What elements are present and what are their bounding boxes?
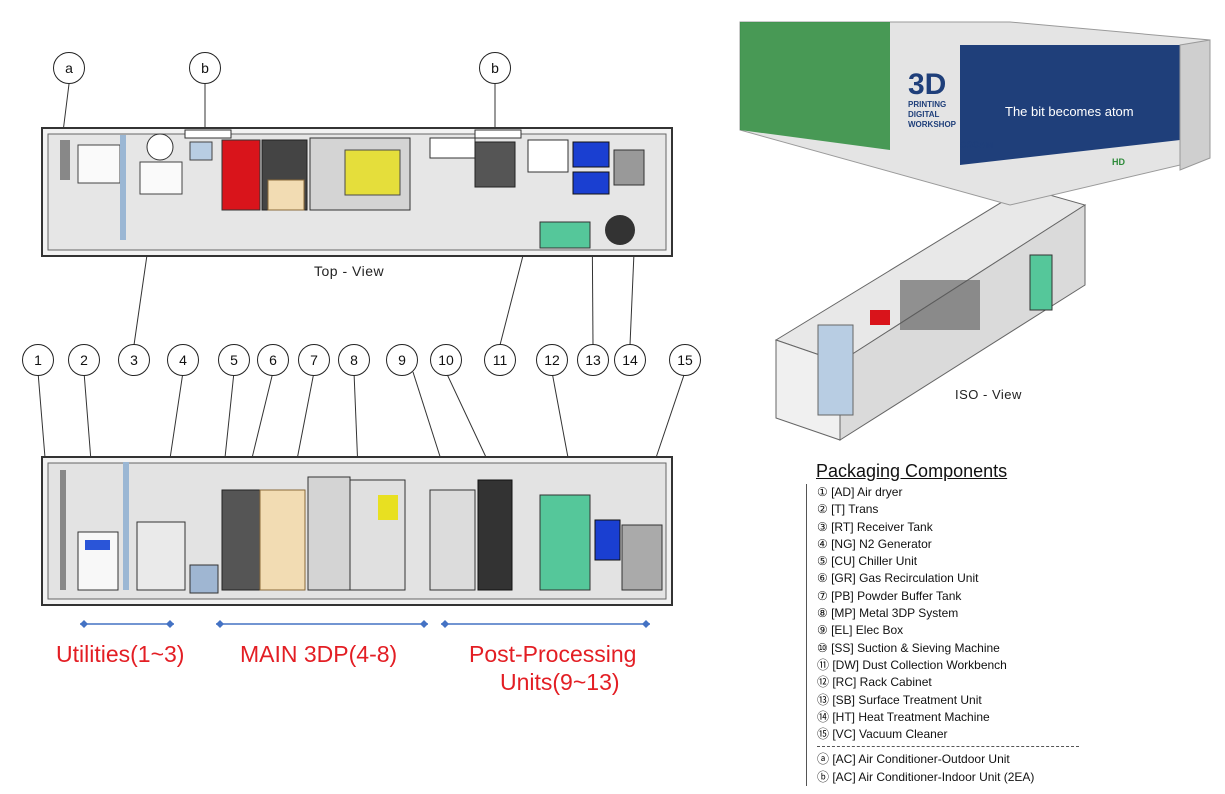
front-view-container <box>41 456 673 606</box>
section-post-processing-2: Units(9~13) <box>500 669 620 695</box>
callout-4: 4 <box>167 344 199 376</box>
callout-8: 8 <box>338 344 370 376</box>
section-range-ends <box>80 620 650 628</box>
legend-list: ① [AD] Air dryer ② [T] Trans ③ [RT] Rece… <box>806 484 1092 787</box>
callout-9: 9 <box>386 344 418 376</box>
legend-item: ⑨ [EL] Elec Box <box>817 623 904 638</box>
legend-item: ⑫ [RC] Rack Cabinet <box>817 675 932 690</box>
iso-container-render <box>774 187 1087 441</box>
callout-12: 12 <box>536 344 568 376</box>
callout-15: 15 <box>669 344 701 376</box>
branded-container-render <box>739 21 1211 206</box>
legend-item: ⑭ [HT] Heat Treatment Machine <box>817 709 990 724</box>
branding-headline: 3D <box>908 68 947 101</box>
branding-sub3: WORKSHOP <box>908 120 956 129</box>
branding-tagline: The bit becomes atom <box>1005 104 1134 119</box>
callout-7: 7 <box>298 344 330 376</box>
legend-item: ⑪ [DW] Dust Collection Workbench <box>817 657 1007 672</box>
legend-divider <box>817 746 1079 748</box>
legend-item: ⑧ [MP] Metal 3DP System <box>817 606 959 621</box>
callout-2: 2 <box>68 344 100 376</box>
callout-1: 1 <box>22 344 54 376</box>
section-main-3dp: MAIN 3DP(4-8) <box>240 641 398 667</box>
branding-sub2: DIGITAL <box>908 110 940 119</box>
section-post-processing-1: Post-Processing <box>469 641 637 667</box>
callout-13: 13 <box>577 344 609 376</box>
callout-b: b <box>479 52 511 84</box>
branding-subtitle: PRINTING DIGITAL WORKSHOP <box>908 100 956 130</box>
legend-item: ① [AD] Air dryer <box>817 485 903 499</box>
callout-10: 10 <box>430 344 462 376</box>
callout-11: 11 <box>484 344 516 376</box>
branding-logo-hd: HD <box>1112 157 1125 167</box>
section-utilities: Utilities(1~3) <box>56 641 185 667</box>
callout-5: 5 <box>218 344 250 376</box>
legend-item: ③ [RT] Receiver Tank <box>817 519 933 534</box>
legend-item: ⑮ [VC] Vacuum Cleaner <box>817 727 948 742</box>
iso-view-label: ISO - View <box>955 387 1022 402</box>
legend-item: ⑦ [PB] Powder Buffer Tank <box>817 588 962 603</box>
legend-item: ⑥ [GR] Gas Recirculation Unit <box>817 571 979 586</box>
legend-item: ④ [NG] N2 Generator <box>817 536 932 551</box>
top-view-container <box>41 127 673 257</box>
branding-logo-cs: CSCAM <box>960 140 993 150</box>
top-view-label: Top - View <box>314 263 385 279</box>
branding-sub1: PRINTING <box>908 100 947 109</box>
legend-title: Packaging Components <box>816 461 1008 481</box>
callout-a: a <box>53 52 85 84</box>
legend-item: ⑬ [SB] Surface Treatment Unit <box>817 692 982 707</box>
legend-item: ⑩ [SS] Suction & Sieving Machine <box>817 640 1000 655</box>
legend-item: ⓐ [AC] Air Conditioner-Outdoor Unit <box>817 752 1010 767</box>
legend-item: ② [T] Trans <box>817 502 879 517</box>
callout-6: 6 <box>257 344 289 376</box>
callout-b: b <box>189 52 221 84</box>
legend-item: ⑤ [CU] Chiller Unit <box>817 554 918 569</box>
legend-item: ⓑ [AC] Air Conditioner-Indoor Unit (2EA) <box>817 769 1035 784</box>
callout-14: 14 <box>614 344 646 376</box>
callout-3: 3 <box>118 344 150 376</box>
